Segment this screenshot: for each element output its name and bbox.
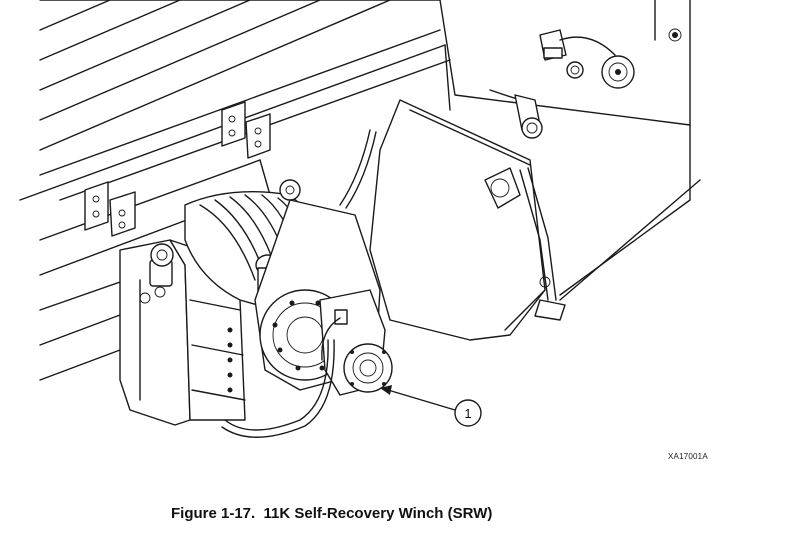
- tank-fittings: [489, 29, 635, 139]
- callout-1-number: 1: [464, 406, 471, 421]
- figure-caption: Figure 1-17. 11K Self-Recovery Winch (SR…: [171, 505, 493, 522]
- cargo-deck: [19, 0, 451, 381]
- hydraulic-hose: [221, 129, 377, 438]
- right-panel: [439, 0, 701, 301]
- drawing-code: XA17001A: [668, 452, 708, 461]
- callout-leader-1: [380, 385, 456, 411]
- callout-1: 1: [454, 399, 482, 427]
- hydraulic-tank: [369, 99, 566, 341]
- hinge-bracket-right: [221, 101, 271, 159]
- hinge-bracket-left: [84, 181, 136, 237]
- hydraulic-motor: [319, 289, 393, 396]
